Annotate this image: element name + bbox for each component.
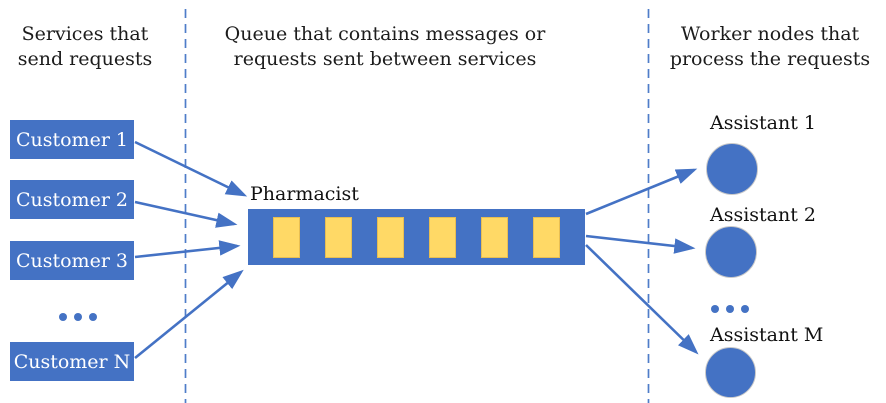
customer-1-box: Customer 1: [10, 120, 134, 159]
dot-icon: [89, 313, 97, 321]
queue-message-slot: [325, 216, 352, 258]
heading-producers: Services that send requests: [5, 22, 165, 72]
assistant-m-node: [705, 347, 756, 398]
queue-message-slot: [481, 216, 508, 258]
queue-message-slot: [377, 216, 404, 258]
arrow-customer-1-to-queue: [134, 140, 248, 197]
customer-n-box: Customer N: [10, 342, 134, 381]
heading-workers-line1: Worker nodes that: [680, 23, 860, 45]
arrow-customer-3-to-queue: [134, 240, 241, 259]
queue-message-slot: [273, 216, 300, 258]
dot-icon: [74, 313, 82, 321]
arrow-queue-to-assistant-m: [585, 244, 699, 355]
dot-icon: [59, 313, 67, 321]
message-queue: [248, 209, 585, 265]
heading-queue-line1: Queue that contains messages or: [224, 23, 546, 45]
customer-n-label: Customer N: [13, 350, 131, 373]
dot-icon: [741, 305, 749, 313]
producers-ellipsis-dots: [59, 313, 97, 321]
customer-3-box: Customer 3: [10, 241, 134, 280]
customer-2-label: Customer 2: [15, 188, 129, 211]
heading-producers-line1: Services that: [21, 23, 149, 45]
workers-ellipsis-dots: [711, 305, 749, 313]
arrow-customer-n-to-queue: [134, 269, 244, 360]
assistant-2-node: [705, 226, 757, 278]
arrow-customer-2-to-queue: [134, 200, 238, 228]
assistant-m-label: Assistant M: [710, 324, 824, 346]
heading-workers: Worker nodes that process the requests: [600, 22, 886, 72]
arrow-queue-to-assistant-1: [585, 168, 698, 216]
dot-icon: [726, 305, 734, 313]
assistant-1-node: [706, 143, 758, 195]
queue-label: Pharmacist: [250, 183, 359, 205]
heading-queue: Queue that contains messages or requests…: [215, 22, 555, 72]
dot-icon: [711, 305, 719, 313]
queue-message-slot: [533, 216, 560, 258]
assistant-2-label: Assistant 2: [710, 204, 817, 226]
customer-1-label: Customer 1: [15, 128, 129, 151]
customer-2-box: Customer 2: [10, 180, 134, 219]
heading-producers-line2: send requests: [17, 48, 153, 70]
heading-workers-line2: process the requests: [669, 48, 871, 70]
customer-3-label: Customer 3: [15, 249, 129, 272]
queue-message-slot: [429, 216, 456, 258]
assistant-1-label: Assistant 1: [710, 112, 817, 134]
heading-queue-line2: requests sent between services: [233, 48, 537, 70]
arrow-queue-to-assistant-2: [585, 234, 696, 254]
